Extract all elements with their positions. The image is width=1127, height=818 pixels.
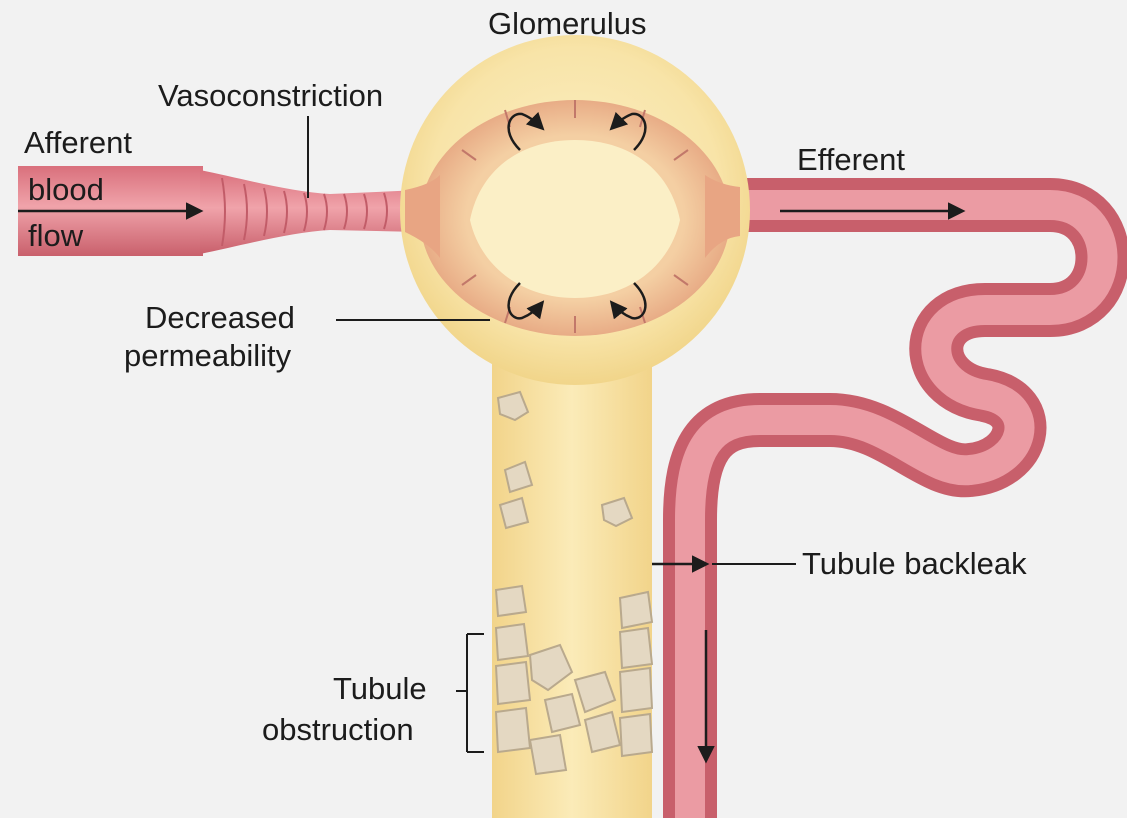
- decreased-label: Decreased: [145, 302, 295, 335]
- blood-label: blood: [28, 174, 104, 207]
- obstruction-label: obstruction: [262, 714, 414, 747]
- efferent-label: Efferent: [797, 144, 905, 177]
- tubule-label: Tubule: [333, 673, 427, 706]
- glomerulus-label: Glomerulus: [488, 8, 647, 41]
- afferent-label: Afferent: [24, 127, 132, 160]
- permeability-label: permeability: [124, 340, 291, 373]
- flow-label: flow: [28, 220, 83, 253]
- vasoconstriction-label: Vasoconstriction: [158, 80, 383, 113]
- tubule-backleak-label: Tubule backleak: [802, 548, 1027, 581]
